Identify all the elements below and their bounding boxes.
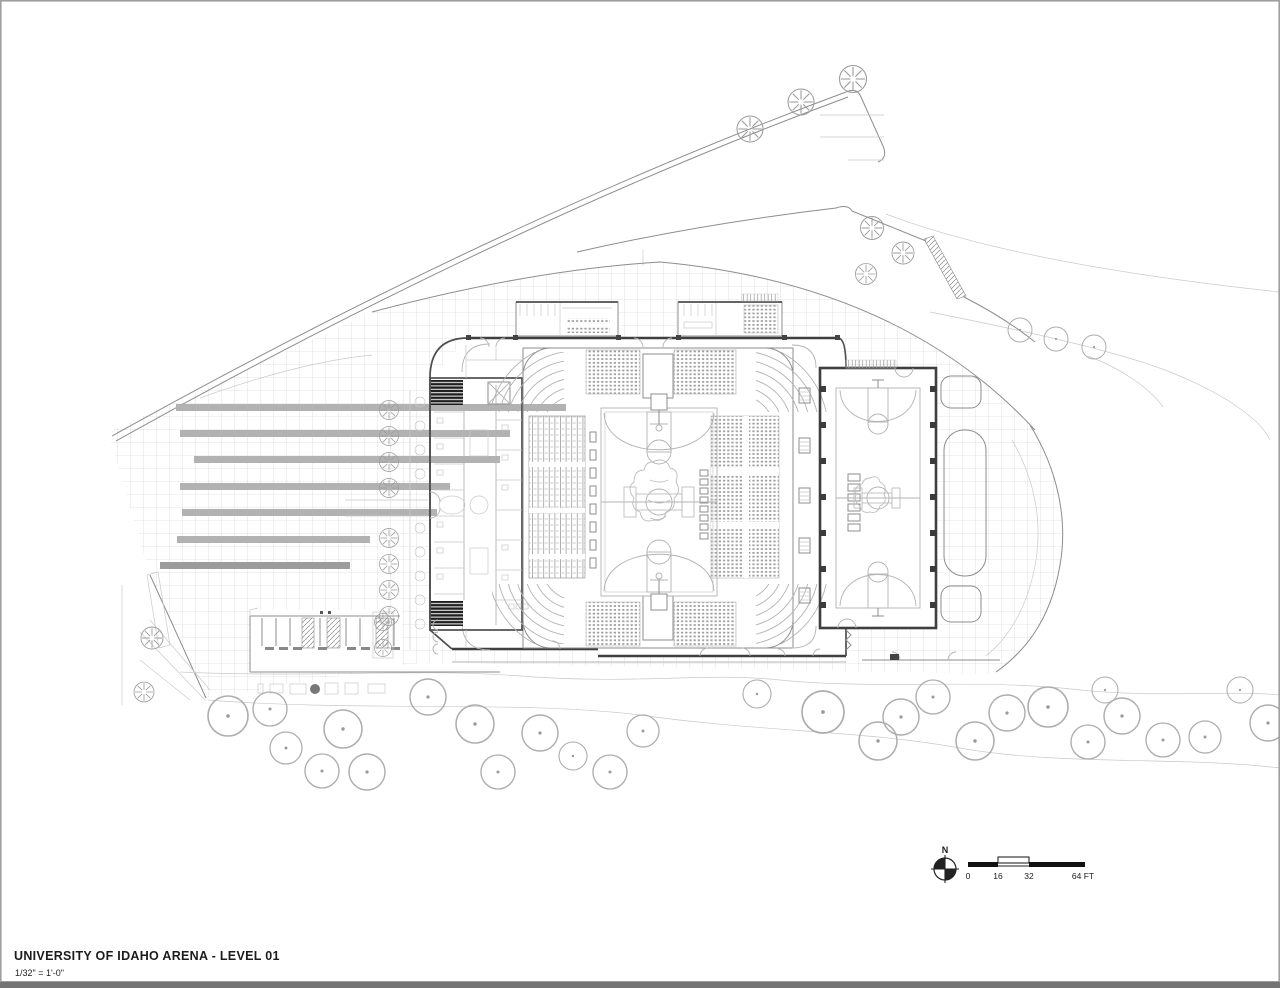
- plaza-stripes: [160, 404, 566, 569]
- parking-stalls: [249, 607, 500, 673]
- site-roads: [111, 89, 1280, 769]
- arena-building: [429, 293, 1000, 663]
- scoreboard-structure: [650, 393, 668, 611]
- scale-tick-32: 32: [1024, 871, 1034, 881]
- tree-icon: [855, 263, 877, 285]
- west-office-wing: [429, 377, 523, 631]
- west-bleachers: [528, 415, 586, 579]
- scale-tick-64: 64 FT: [1072, 871, 1094, 881]
- scale-tick-0: 0: [966, 871, 971, 881]
- tree-icon: [133, 681, 155, 703]
- practice-court: [835, 379, 921, 617]
- north-label: N: [942, 845, 949, 855]
- stair-block: [431, 380, 463, 405]
- vandal-logo: [623, 459, 695, 522]
- north-block-east: [677, 293, 783, 337]
- tree-icon: [891, 241, 915, 265]
- tree-icon: [838, 64, 868, 94]
- title-block: UNIVERSITY OF IDAHO ARENA - LEVEL 01 1/3…: [14, 949, 280, 978]
- sheet-title: UNIVERSITY OF IDAHO ARENA - LEVEL 01: [14, 949, 280, 963]
- seating-bowl: [492, 347, 827, 649]
- scale-bar: 0 16 32 64 FT: [966, 856, 1094, 881]
- north-block-west: [515, 301, 619, 337]
- retaining-wall-hatch: [923, 235, 967, 300]
- tree-icon: [860, 216, 884, 240]
- elevator-shaft: [487, 381, 511, 405]
- grade-contour: [179, 671, 1280, 696]
- scale-tick-16: 16: [993, 871, 1003, 881]
- site-trees: [133, 64, 1280, 791]
- north-arrow: N: [931, 845, 959, 883]
- east-concourse: [798, 387, 861, 604]
- north-vomitory: [642, 353, 674, 399]
- stair-block: [431, 601, 463, 626]
- site-furniture: [257, 682, 386, 695]
- tree-icon: [787, 88, 815, 116]
- main-court: [600, 393, 718, 611]
- tree-icon: [140, 626, 164, 650]
- vandal-logo-small: [853, 476, 901, 513]
- practice-gym: [818, 359, 987, 651]
- sheet-scale: 1/32" = 1'-0": [15, 968, 64, 978]
- grade-contour: [207, 699, 1280, 769]
